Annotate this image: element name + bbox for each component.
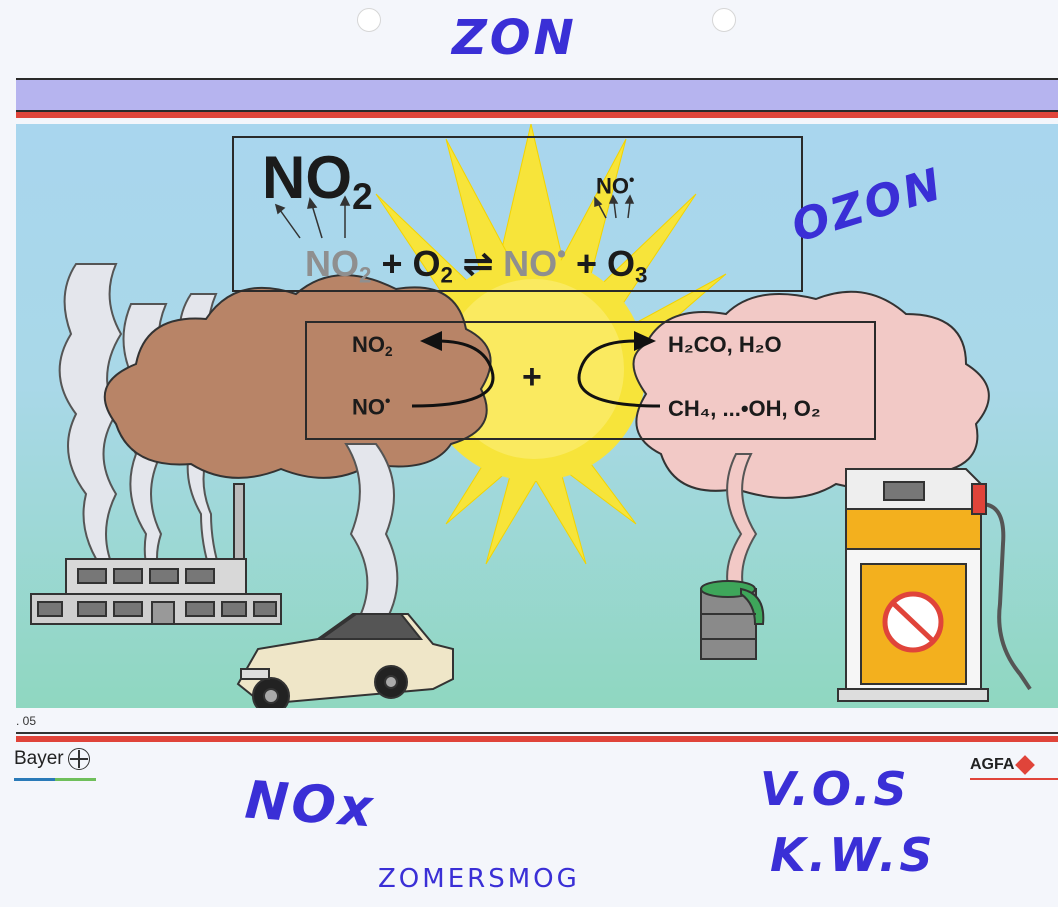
agfa-wordmark: AGFA	[970, 756, 1015, 773]
car	[236, 613, 454, 708]
header-purple-band	[16, 78, 1058, 112]
small-no-radical-formula: NO•	[596, 172, 635, 199]
header-red-stripe	[16, 112, 1058, 118]
product-no-radical: NO•	[503, 240, 566, 284]
product-o3: O3	[607, 242, 648, 288]
cycle-h2co-h2o: H₂CO, H₂O	[668, 332, 782, 357]
illustration-panel	[16, 124, 1058, 708]
handwritten-zon-label: ZON	[452, 10, 577, 66]
equilibrium-arrow: ⇌	[462, 242, 494, 284]
cycle-ch4-oh-o2: CH₄, ...•OH, O₂	[668, 396, 821, 421]
cycle-plus-sign: +	[522, 358, 542, 396]
bayer-underline	[14, 778, 96, 781]
pink-smog-cloud	[632, 290, 990, 499]
handwritten-nox-label: NOx	[243, 770, 378, 840]
cycle-no-radical: NO•	[352, 393, 391, 420]
bayer-cross-icon	[67, 748, 90, 770]
bayer-wordmark: Bayer	[14, 748, 64, 769]
agfa-rhombus-icon	[1015, 755, 1036, 775]
agfa-logo: AGFA	[970, 755, 1036, 775]
reactant-o2: O2	[412, 242, 453, 288]
slide-number: . 05	[16, 714, 37, 728]
footer-rule-dark	[16, 732, 1058, 734]
handwritten-vos-label: V.O.S	[760, 762, 910, 816]
paint-can	[700, 580, 765, 660]
binder-hole-left	[357, 8, 381, 32]
handwritten-kws-label: K.W.S	[770, 828, 936, 882]
agfa-underline	[970, 778, 1058, 780]
bayer-logo: Bayer	[14, 748, 90, 770]
fuel-pump	[837, 468, 1032, 702]
reactant-no2: NO2	[305, 242, 372, 288]
cycle-no2: NO2	[352, 332, 393, 360]
handwritten-zomersmog-label: ZOMERSMOG	[378, 864, 580, 894]
factory-building	[30, 483, 282, 625]
footer-red-stripe	[16, 736, 1058, 742]
binder-hole-right	[712, 8, 736, 32]
equilibrium-equation: NO2 + O2 ⇌ NO• + O3	[305, 240, 648, 288]
cycle-box	[305, 321, 876, 440]
big-no2-formula: NO2	[262, 144, 373, 218]
equilibrium-box	[232, 136, 803, 292]
